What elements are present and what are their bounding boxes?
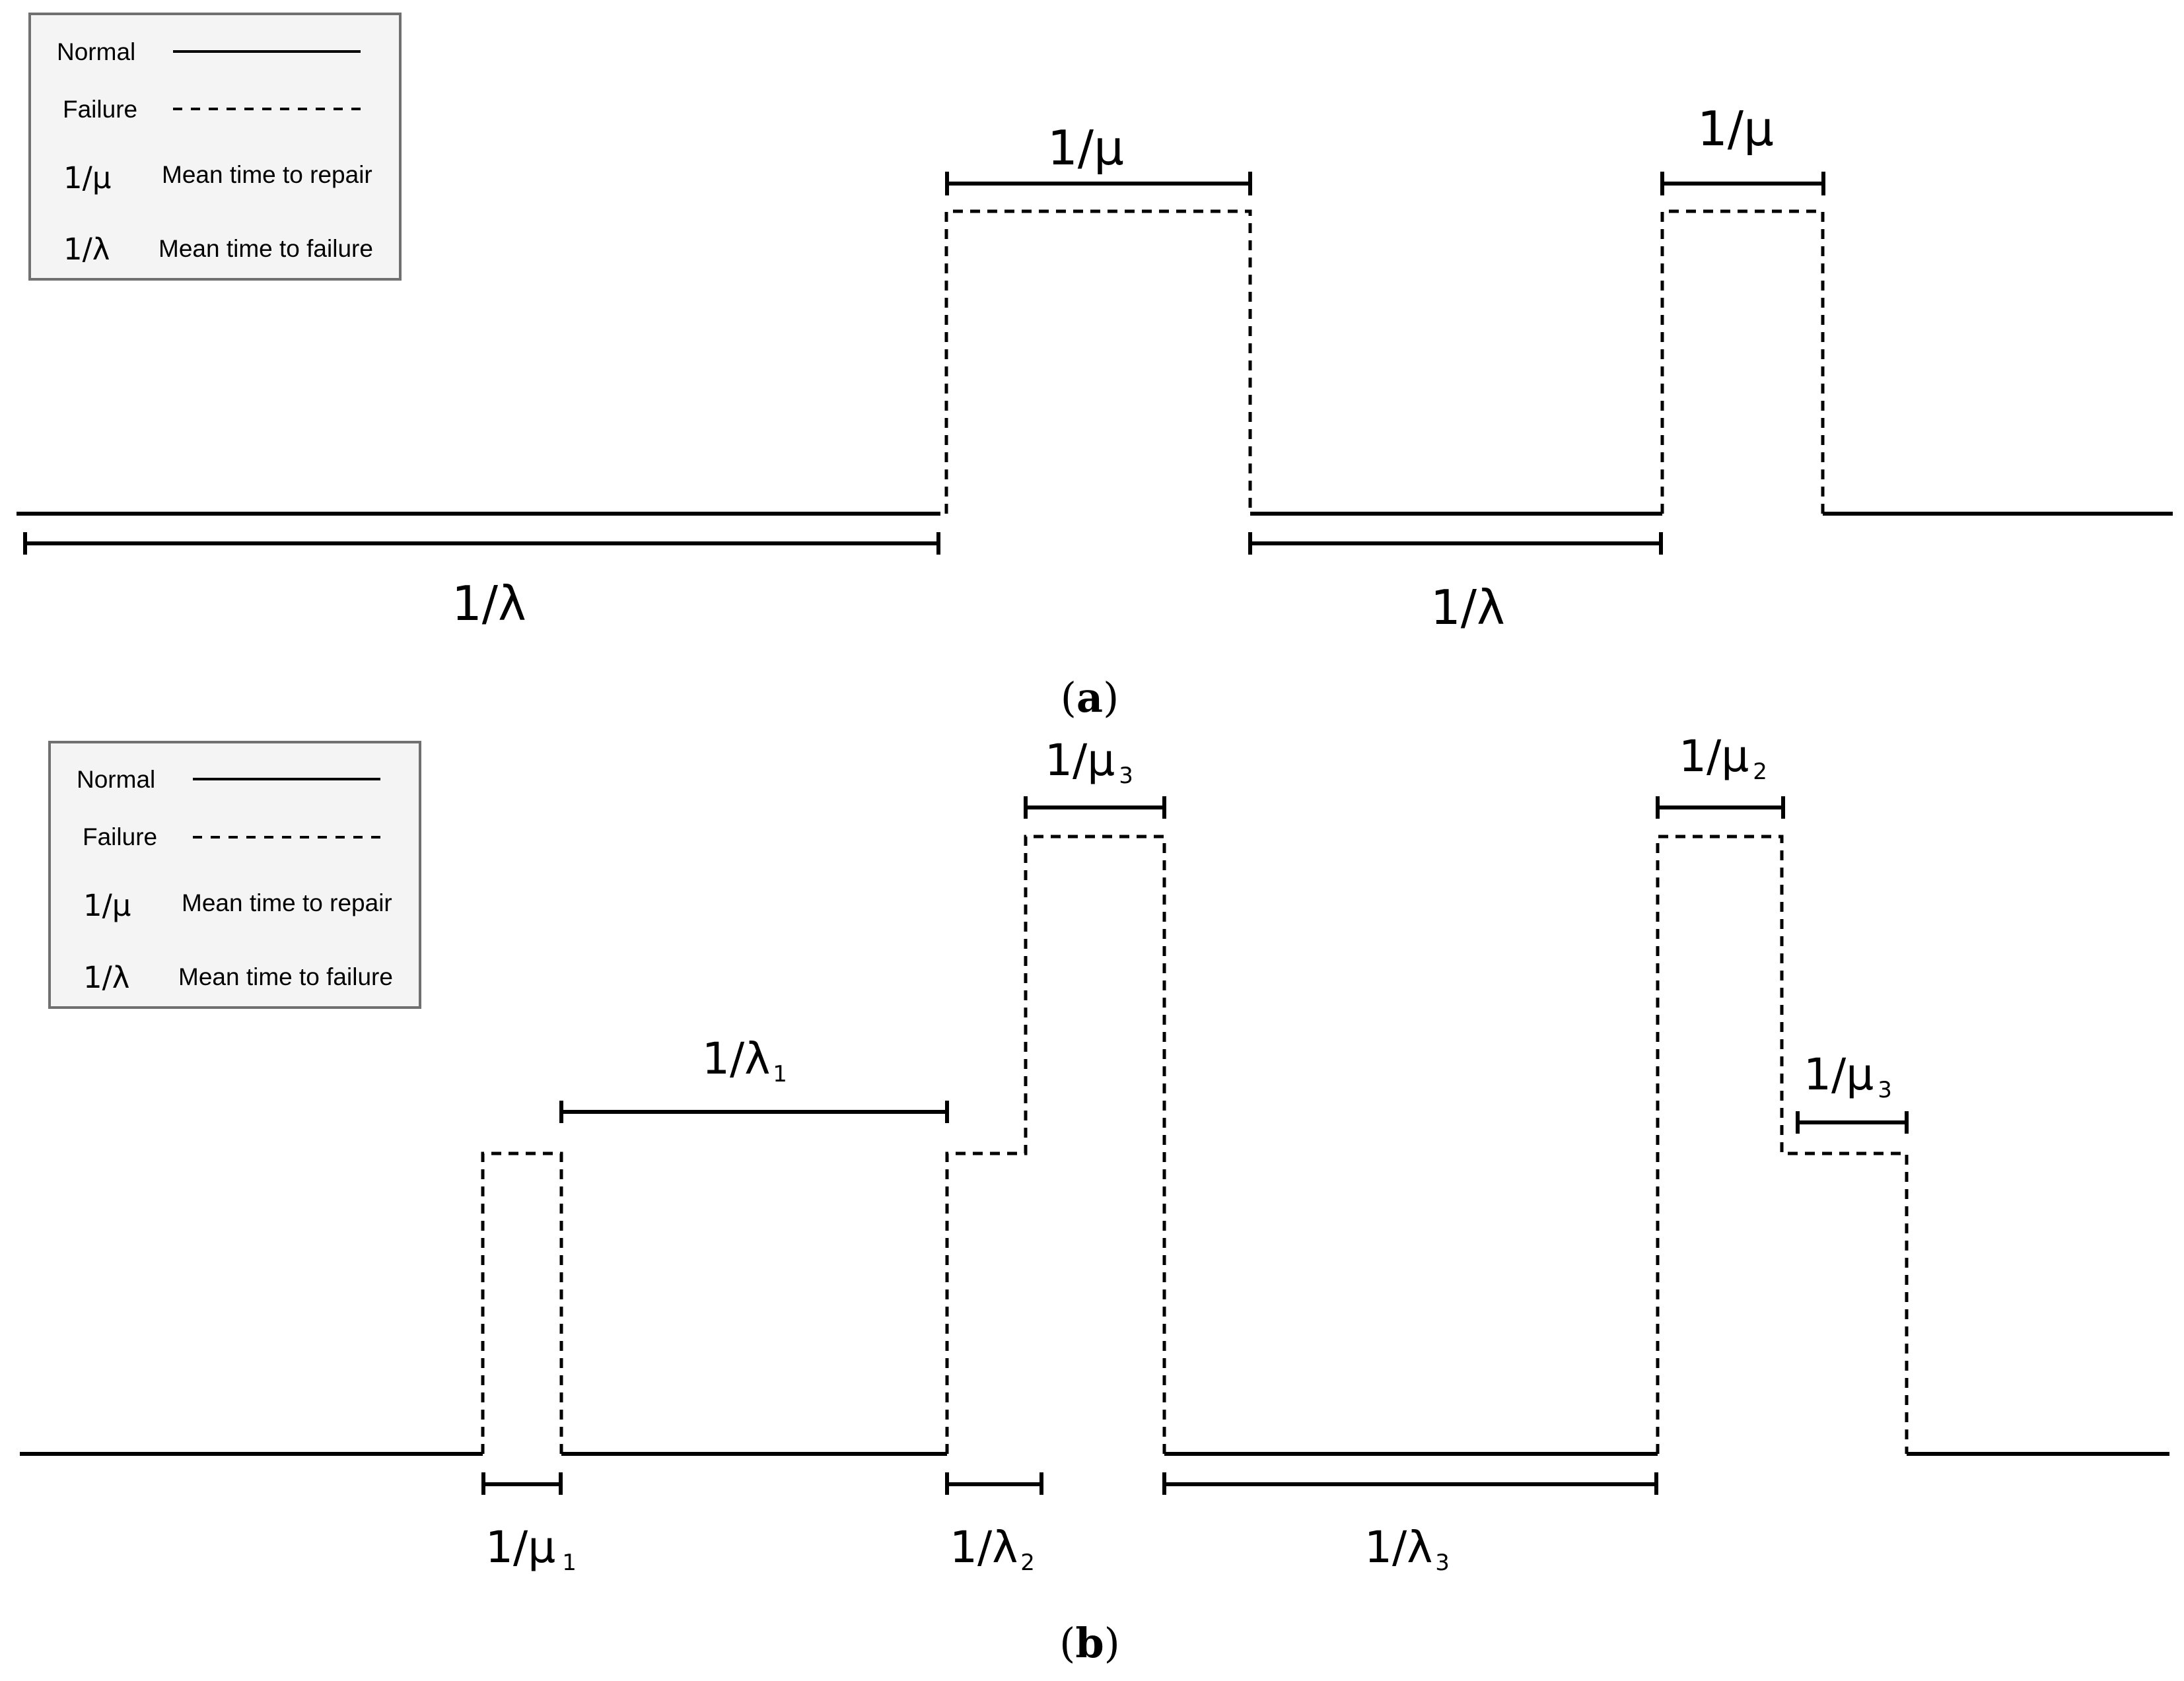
b-mttr-2-bracket	[1656, 796, 1785, 819]
b-mttr-3-top-bracket	[1024, 796, 1166, 819]
panel-a-caption: (a)	[1061, 673, 1119, 722]
a-mttr-label-1: 1/μ	[1047, 120, 1124, 176]
b-mttf-2-bracket	[945, 1472, 1043, 1495]
legend-a-repair-symbol: 1/μ	[63, 160, 111, 195]
legend-a-repair-text: Mean time to repair	[162, 161, 372, 188]
legend-b-normal-label: Normal	[77, 766, 155, 793]
legend-b-repair-symbol: 1/μ	[83, 888, 131, 923]
b-failure-pulse-1	[481, 1151, 563, 1454]
panel-a: Normal Failure 1/μ Mean time to repair 1…	[17, 13, 2173, 722]
b-failure-pulse-3	[1656, 835, 1909, 1454]
legend-b-failure-symbol: 1/λ	[83, 960, 129, 995]
legend-a-normal-label: Normal	[57, 38, 135, 65]
b-mttr-1-bracket	[481, 1472, 563, 1495]
legend-b-failure-text: Mean time to failure	[178, 963, 393, 990]
a-mttf-bracket-2	[1248, 532, 1663, 555]
legend-a: Normal Failure 1/μ Mean time to repair 1…	[28, 13, 402, 281]
b-mttf-1-bracket	[559, 1101, 949, 1123]
a-failure-pulse-1	[944, 209, 1252, 514]
b-mttf-3-bracket	[1162, 1472, 1658, 1495]
legend-a-failure-symbol: 1/λ	[63, 232, 110, 267]
b-mttr-3-low-bracket	[1796, 1111, 1909, 1134]
legend-a-failure-text: Mean time to failure	[159, 235, 373, 262]
legend-a-box	[28, 13, 402, 281]
legend-b: Normal Failure 1/μ Mean time to repair 1…	[48, 741, 421, 1009]
a-mttf-bracket-1	[23, 532, 940, 555]
legend-b-box	[48, 741, 421, 1009]
a-mttf-label-1: 1/λ	[452, 576, 526, 631]
legend-b-failure-label: Failure	[83, 823, 157, 850]
a-mttr-bracket-2	[1660, 172, 1825, 195]
a-mttr-bracket-1	[945, 172, 1252, 195]
panel-b-caption: (b)	[1059, 1619, 1120, 1667]
a-mttr-label-2: 1/μ	[1697, 101, 1774, 156]
b-failure-pulse-2	[945, 835, 1166, 1454]
legend-b-repair-text: Mean time to repair	[182, 889, 392, 916]
panel-b: Normal Failure 1/μ Mean time to repair 1…	[20, 731, 2169, 1667]
legend-a-failure-label: Failure	[63, 96, 137, 123]
a-mttf-label-2: 1/λ	[1430, 580, 1505, 635]
a-failure-pulse-2	[1660, 209, 1825, 514]
